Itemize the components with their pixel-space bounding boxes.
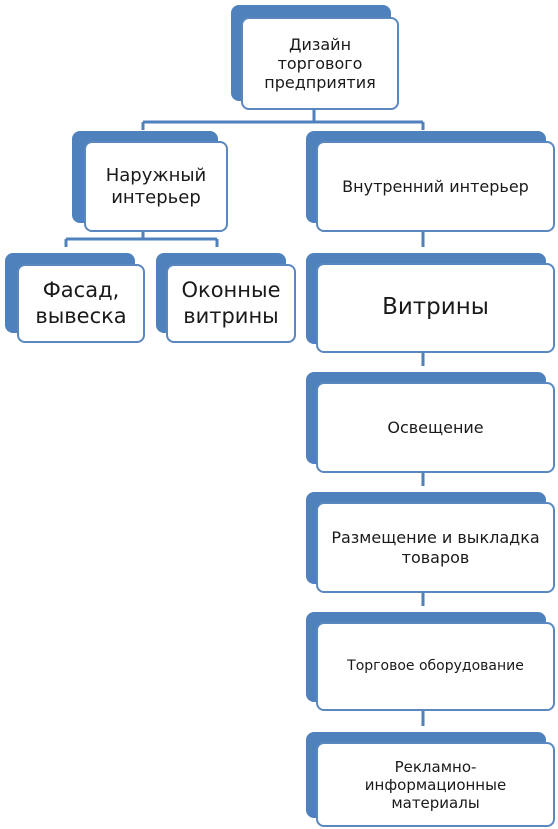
node-equipment-label: Торговое оборудование [347, 658, 524, 675]
node-facade: Фасад, вывеска [5, 253, 145, 343]
node-placement: Размещение и выкладка товаров [306, 492, 555, 593]
node-exterior-label: Наружный интерьер [105, 164, 207, 208]
node-exterior: Наружный интерьер [72, 131, 228, 232]
node-window-displays-label: Оконные витрины [181, 278, 281, 328]
node-root-label: Дизайн торгового предприятия [264, 34, 376, 93]
node-facade-label: Фасад, вывеска [35, 278, 127, 328]
node-advertising-label: Рекламно-информационные материалы [364, 757, 507, 812]
node-lighting-label: Освещение [387, 417, 484, 437]
node-advertising: Рекламно-информационные материалы [306, 732, 555, 827]
connector-root-branch [141, 108, 425, 130]
node-interior: Внутренний интерьер [306, 131, 555, 232]
node-lighting: Освещение [306, 372, 555, 473]
connector-exterior-branch [64, 230, 219, 247]
node-showcases: Витрины [306, 253, 555, 353]
node-window-displays: Оконные витрины [156, 253, 296, 343]
node-placement-label: Размещение и выкладка товаров [331, 528, 540, 567]
node-interior-label: Внутренний интерьер [342, 176, 529, 196]
node-root: Дизайн торгового предприятия [231, 5, 399, 110]
node-equipment: Торговое оборудование [306, 612, 555, 711]
node-showcases-label: Витрины [382, 294, 489, 321]
